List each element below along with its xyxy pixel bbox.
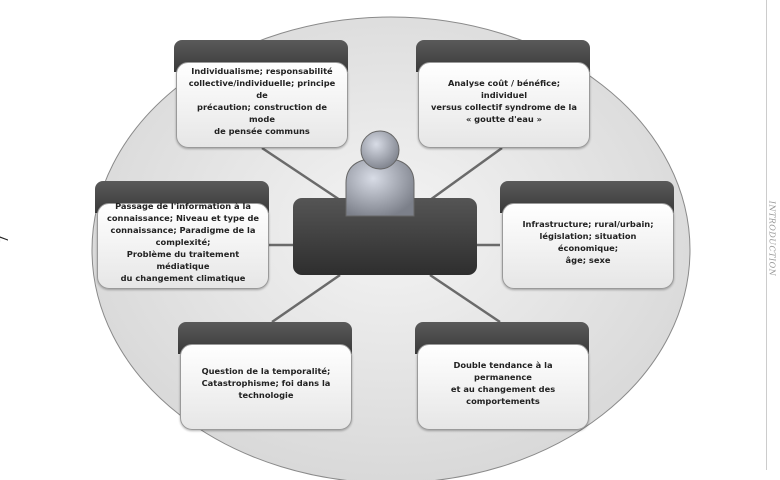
- person-icon: [345, 130, 415, 217]
- factor-text: Analyse coût / bénéfice; individuel vers…: [418, 62, 590, 148]
- section-title: INTRODUCTION: [767, 200, 777, 277]
- factor-text: Passage de l'information à la connaissan…: [97, 201, 269, 289]
- factor-box-middle-left: Passage de l'information à la connaissan…: [95, 181, 269, 289]
- factor-text: Double tendance à la permanence et au ch…: [417, 344, 589, 430]
- factor-box-middle-right: Infrastructure; rural/urbain; législatio…: [500, 181, 674, 289]
- factor-text: Question de la temporalité; Catastrophis…: [180, 344, 352, 430]
- page-number: 7: [0, 235, 11, 243]
- connector-lines: [261, 146, 503, 324]
- factor-text: Individualisme; responsabilité collectiv…: [176, 62, 348, 148]
- factor-box-top-right: Analyse coût / bénéfice; individuel vers…: [416, 40, 590, 148]
- margin-divider: [766, 0, 767, 470]
- factor-box-bottom-right: Double tendance à la permanence et au ch…: [415, 322, 589, 430]
- factor-box-bottom-left: Question de la temporalité; Catastrophis…: [178, 322, 352, 430]
- factor-text: Infrastructure; rural/urbain; législatio…: [502, 203, 674, 289]
- factor-box-top-left: Individualisme; responsabilité collectiv…: [174, 40, 348, 148]
